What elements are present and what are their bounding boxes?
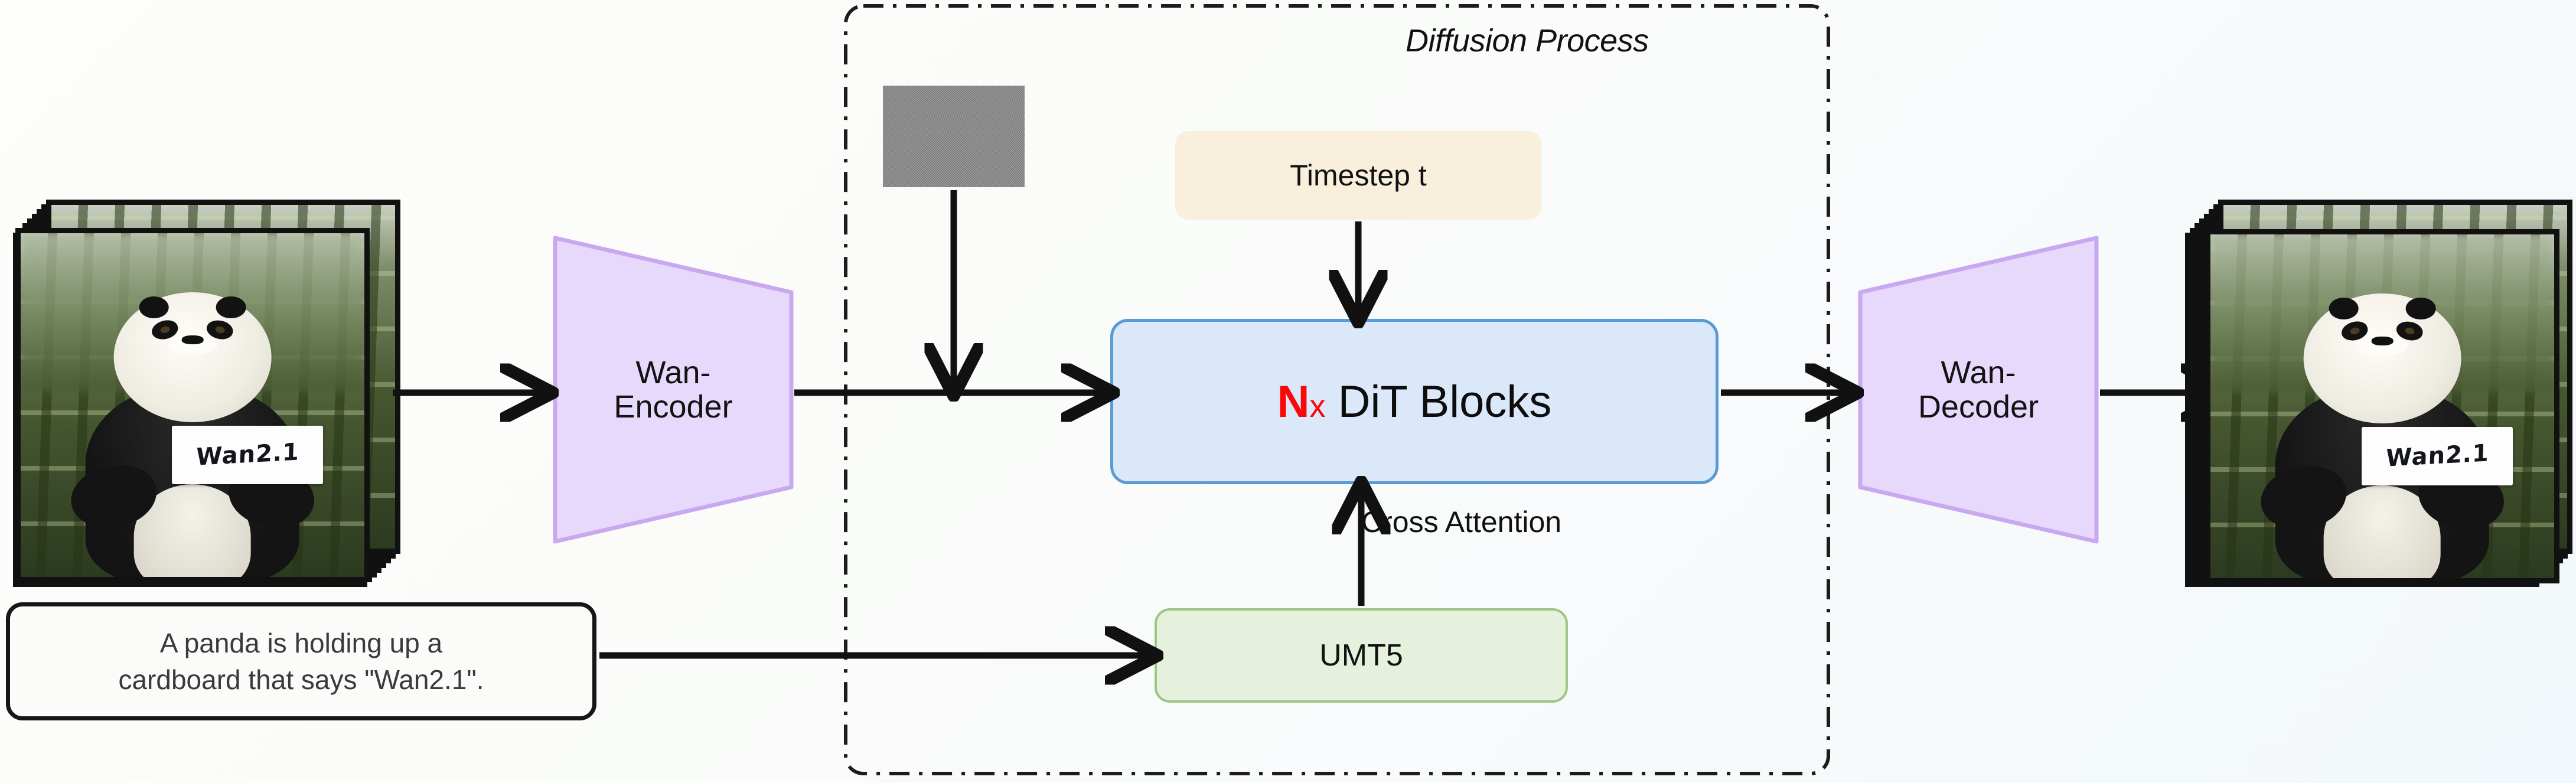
prompt-line-2: cardboard that says "Wan2.1".: [118, 664, 484, 695]
dit-repeat-count: N: [1277, 376, 1310, 427]
input-video-frame-stack: Wan2.1: [13, 195, 400, 587]
decoder-trapezoid-shape: [1858, 236, 2099, 544]
output-video-frame-stack: Wan2.1: [2185, 195, 2572, 587]
video-frame-front: Wan2.1: [15, 228, 370, 582]
cardboard-sign-text: Wan2.1: [2385, 439, 2490, 473]
cross-attention-label: Cross Attention: [1361, 505, 1562, 539]
prompt-line-1: A panda is holding up a: [159, 627, 443, 658]
umt5-text-encoder-box[interactable]: UMT5: [1155, 608, 1568, 703]
encoder-trapezoid-shape: [553, 236, 794, 544]
video-frame-front: Wan2.1: [2205, 229, 2559, 583]
timestep-label: Timestep t: [1290, 159, 1427, 192]
cardboard-sign-text: Wan2.1: [195, 438, 300, 472]
diffusion-process-title: Diffusion Process: [1406, 23, 1649, 58]
gaussian-noise-patch: [883, 86, 1025, 187]
dit-multiply-symbol: x: [1309, 388, 1326, 424]
panda-illustration: [2254, 269, 2510, 578]
cardboard-sign: Wan2.1: [2362, 426, 2513, 485]
timestep-box[interactable]: Timestep t: [1175, 131, 1541, 220]
umt5-label: UMT5: [1319, 638, 1403, 673]
wan-decoder-block[interactable]: Wan- Decoder: [1854, 233, 2102, 546]
prompt-text-box[interactable]: A panda is holding up a cardboard that s…: [6, 602, 596, 720]
wan-encoder-block[interactable]: Wan- Encoder: [549, 233, 797, 546]
cardboard-sign: Wan2.1: [172, 425, 324, 484]
panda-illustration: [64, 267, 321, 577]
dit-blocks-text: DiT Blocks: [1338, 376, 1552, 427]
dit-blocks-label: Nx DiT Blocks: [1277, 376, 1552, 428]
dit-blocks-box[interactable]: Nx DiT Blocks: [1110, 319, 1719, 484]
